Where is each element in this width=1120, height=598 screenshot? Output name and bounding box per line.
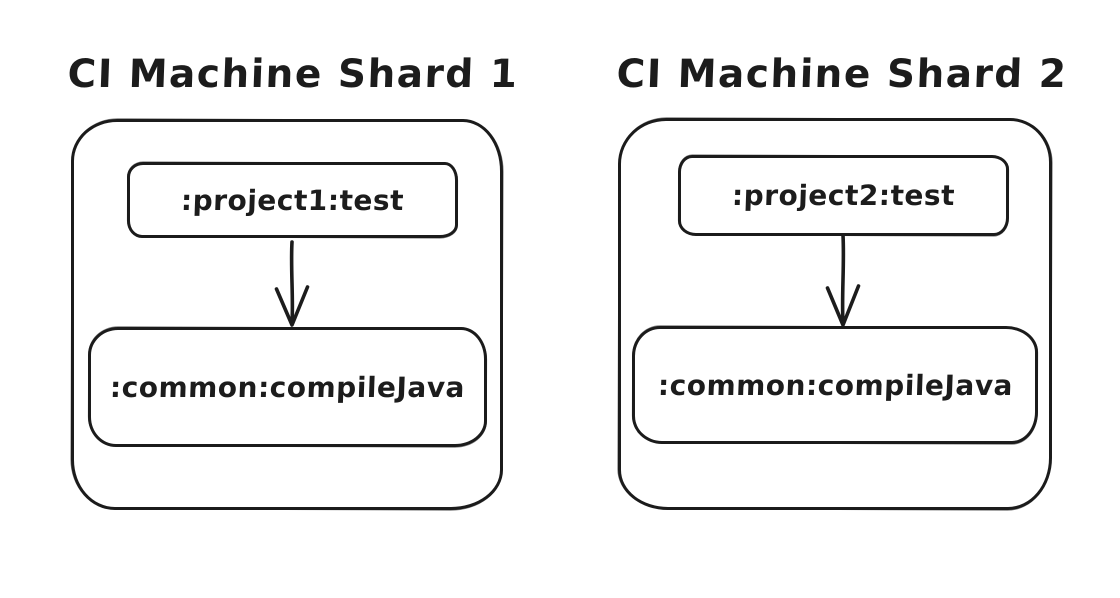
shard-1-test-task-node: :project1:test (127, 162, 458, 238)
shard-2-machine-container (618, 118, 1052, 510)
dependency-arrow (825, 233, 861, 327)
shard-2-test-task-node: :project2:test (678, 155, 1009, 236)
arrow-head (825, 284, 861, 327)
shard-2-title: CI Machine Shard 2 (615, 52, 1069, 97)
shard-1-compile-task-node: :common:compileJava (88, 327, 487, 447)
task-label: :common:compileJava (656, 368, 1014, 402)
arrow-shaft (289, 240, 295, 325)
arrow-shaft (840, 233, 846, 325)
dependency-arrow (274, 240, 310, 327)
task-label: :project2:test (731, 179, 956, 212)
shard-1-title: CI Machine Shard 1 (66, 52, 520, 97)
task-label: :common:compileJava (109, 370, 466, 404)
shard-1-machine-container (71, 119, 503, 510)
arrow-head (274, 285, 310, 327)
shard-2-compile-task-node: :common:compileJava (632, 326, 1038, 444)
task-label: :project1:test (180, 183, 405, 217)
